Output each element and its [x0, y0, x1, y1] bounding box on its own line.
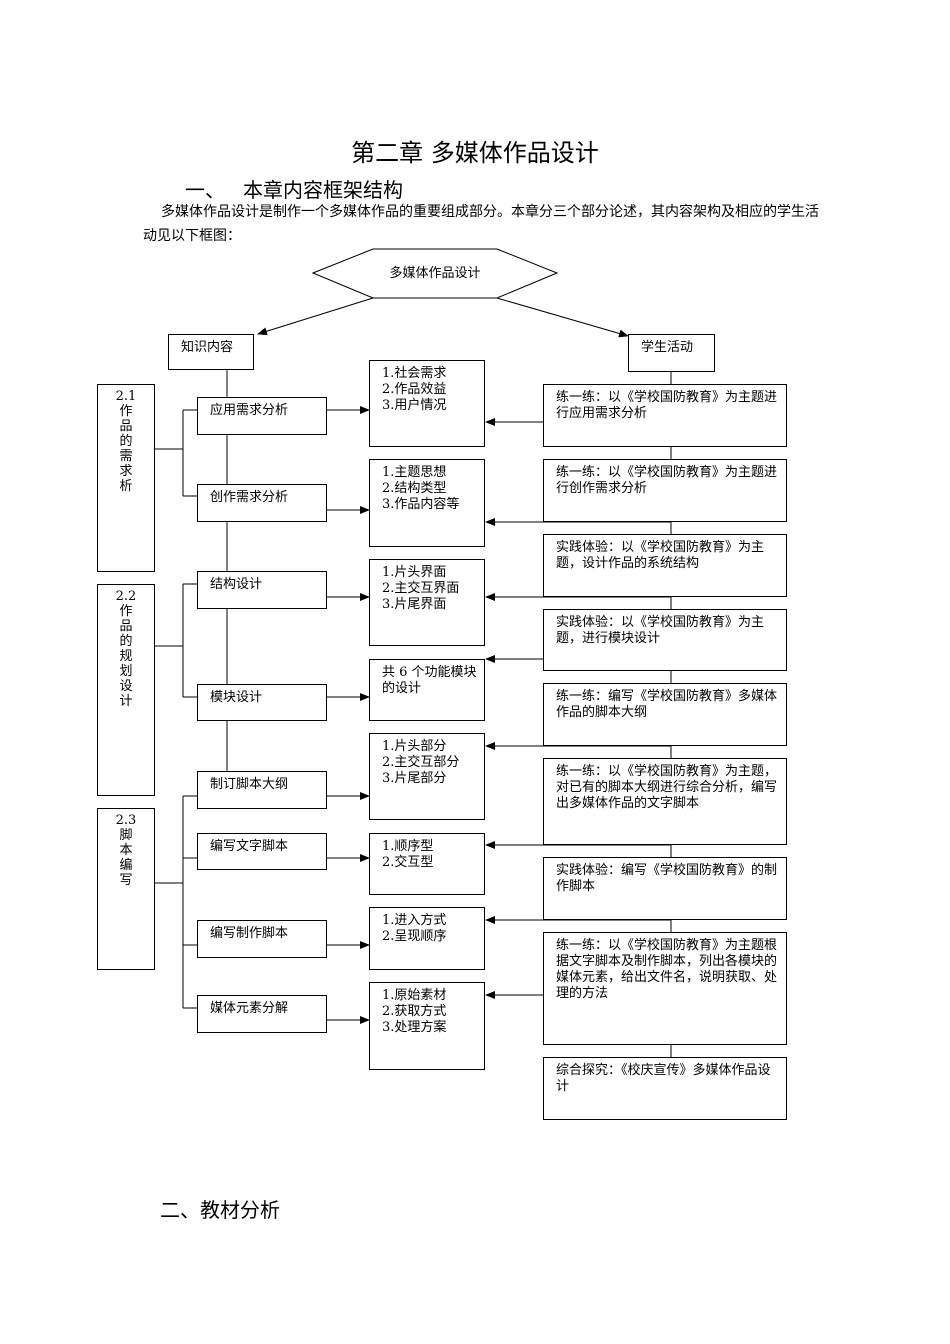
topic-box: 编写制作脚本 [197, 920, 327, 958]
activity-box: 实践体验：以《学校国防教育》为主题，设计作品的系统结构 [543, 534, 787, 597]
activity-box: 练一练：以《学校国防教育》为主题，对已有的脚本大纲进行综合分析，编写出多媒体作品… [543, 758, 787, 845]
content-box: 1.社会需求 2.作品效益 3.用户情况 [369, 360, 485, 447]
activity-box: 综合探究：《校庆宣传》多媒体作品设计 [543, 1057, 787, 1120]
section-heading-1: 一、本章内容框架结构 [185, 174, 403, 203]
root-arrow-left [257, 297, 374, 336]
content-box: 1.片头部分 2.主交互部分 3.片尾部分 [369, 733, 485, 820]
topic-box: 编写文字脚本 [197, 833, 327, 870]
content-box: 1.进入方式 2.呈现顺序 [369, 907, 485, 970]
content-box: 1.原始素材 2.获取方式 3.处理方案 [369, 982, 485, 1070]
activity-box: 实践体验：以《学校国防教育》为主题，进行模块设计 [543, 609, 787, 671]
content-box: 1.顺序型 2.交互型 [369, 833, 485, 895]
content-box: 1.主题思想 2.结构类型 3.作品内容等 [369, 459, 485, 547]
section-heading-2: 二、教材分析 [160, 1198, 280, 1222]
root-label: 多媒体作品设计 [389, 266, 481, 281]
topic-box: 创作需求分析 [197, 484, 327, 522]
intro-paragraph: 多媒体作品设计是制作一个多媒体作品的重要组成部分。本章分三个部分论述，其内容架构… [143, 204, 819, 244]
topic-box: 媒体元素分解 [197, 995, 327, 1033]
section-2-3: 2.3 脚 本 编 写 [97, 808, 155, 970]
topic-box: 应用需求分析 [197, 397, 327, 435]
section-2-2: 2.2 作 品 的 规 划 设 计 [97, 584, 155, 796]
content-box: 共 6 个功能模块的设计 [369, 659, 485, 721]
activity-box: 练一练：以《学校国防教育》为主题进行创作需求分析 [543, 459, 787, 522]
activity-box: 练一练：以《学校国防教育》为主题根据文字脚本及制作脚本，列出各模块的媒体元素，给… [543, 932, 787, 1045]
activity-box: 练一练：以《学校国防教育》为主题进行应用需求分析 [543, 384, 787, 447]
topic-box: 结构设计 [197, 571, 327, 609]
topic-box: 制订脚本大纲 [197, 771, 327, 809]
activity-box: 练一练：编写《学校国防教育》多媒体作品的脚本大纲 [543, 683, 787, 746]
section-text: 本章内容框架结构 [243, 178, 403, 202]
root-arrow-right [496, 297, 629, 338]
section-2-1: 2.1 作 品 的 需 求 析 [97, 384, 155, 572]
branch-knowledge: 知识内容 [168, 334, 254, 370]
chapter-title: 第二章 多媒体作品设计 [351, 139, 599, 167]
activity-box: 实践体验：编写《学校国防教育》的制作脚本 [543, 857, 787, 920]
branch-activities: 学生活动 [628, 334, 715, 372]
section-number: 一、 [185, 178, 225, 202]
topic-box: 模块设计 [197, 684, 327, 721]
content-box: 1.片头界面 2.主交互界面 3.片尾界面 [369, 559, 485, 646]
